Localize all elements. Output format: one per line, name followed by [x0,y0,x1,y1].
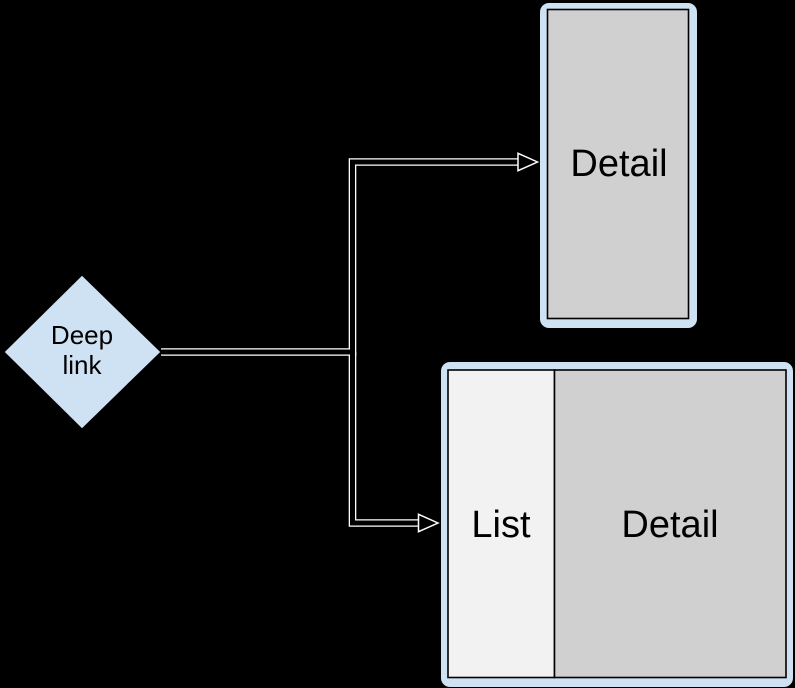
connector-to-list-detail-casing [348,352,420,527]
deep-link-node: Deep link [3,274,162,430]
connector-to-detail-casing [161,158,519,356]
split-detail-pane [553,369,787,679]
deep-link-label-line2: link [62,350,102,380]
connector-cores [161,159,519,526]
split-detail-label: Detail [621,504,718,546]
phone-detail-label: Detail [570,143,667,185]
arrowhead-to-detail [517,152,540,172]
compact-detail-node: Detail [540,3,697,328]
connector-to-detail [161,159,519,355]
list-pane [447,369,556,679]
list-detail-node: List Detail [441,362,793,687]
deep-link-label-line1: Deep [51,320,113,350]
connector-to-list-detail [350,352,420,526]
list-pane-label: List [471,504,531,546]
phone-detail-pane [546,8,690,320]
deep-link-diamond [3,274,162,430]
arrowhead-to-list-detail [417,513,440,533]
